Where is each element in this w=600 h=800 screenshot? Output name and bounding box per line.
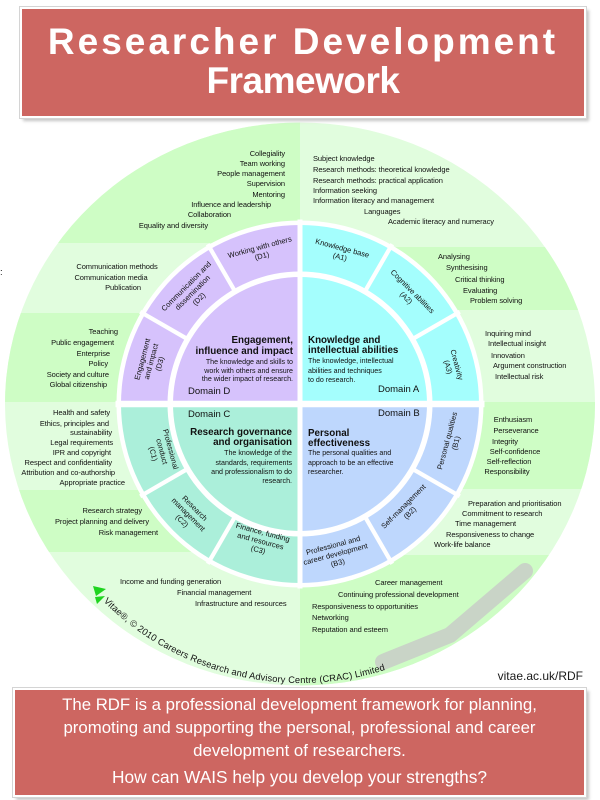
svg-text:The personal qualities and: The personal qualities and bbox=[308, 449, 391, 457]
svg-text:work with others and ensure: work with others and ensure bbox=[203, 367, 293, 375]
svg-text:Legal requirements: Legal requirements bbox=[50, 438, 113, 447]
svg-text:Team working: Team working bbox=[240, 159, 285, 168]
svg-text:Subject knowledge: Subject knowledge bbox=[313, 154, 375, 163]
svg-text:the wider impact of research.: the wider impact of research. bbox=[202, 375, 293, 383]
svg-text:Perseverance: Perseverance bbox=[493, 426, 538, 435]
svg-text:Commitment to research: Commitment to research bbox=[462, 509, 542, 518]
svg-text:Responsiveness to opportunitie: Responsiveness to opportunities bbox=[312, 602, 418, 611]
svg-text:researcher.: researcher. bbox=[308, 468, 344, 476]
svg-text:Knowledge and: Knowledge and bbox=[308, 335, 380, 346]
svg-text:Health and safety: Health and safety bbox=[53, 408, 110, 417]
svg-text:Work-life balance: Work-life balance bbox=[434, 540, 490, 549]
svg-text:Domain B: Domain B bbox=[378, 408, 420, 419]
svg-text:Responsibility: Responsibility bbox=[484, 467, 529, 476]
svg-text:Research governance: Research governance bbox=[190, 427, 292, 438]
svg-text:Risk management: Risk management bbox=[99, 528, 159, 537]
svg-text:Attribution and co-authorship: Attribution and co-authorship bbox=[21, 468, 115, 477]
svg-text:Communication methods: Communication methods bbox=[76, 262, 158, 271]
svg-text:Engagement,: Engagement, bbox=[231, 335, 293, 346]
svg-text:and professionalism to do: and professionalism to do bbox=[211, 468, 292, 476]
svg-text:Collaboration: Collaboration bbox=[188, 210, 231, 219]
svg-text:The knowledge of the: The knowledge of the bbox=[224, 449, 292, 457]
svg-text:Ethics, principles and: Ethics, principles and bbox=[40, 419, 109, 428]
svg-text:Society and culture: Society and culture bbox=[47, 370, 109, 379]
svg-text:Argument construction: Argument construction bbox=[493, 361, 566, 370]
svg-text::: : bbox=[0, 267, 3, 278]
svg-text:Self-confidence: Self-confidence bbox=[490, 447, 541, 456]
svg-text:vitae.ac.uk/RDF: vitae.ac.uk/RDF bbox=[498, 669, 583, 683]
svg-text:Innovation: Innovation bbox=[491, 351, 525, 360]
svg-text:Reputation and esteem: Reputation and esteem bbox=[312, 625, 388, 634]
svg-text:Domain C: Domain C bbox=[188, 409, 230, 420]
svg-text:Income and funding generation: Income and funding generation bbox=[120, 577, 221, 586]
svg-text:Teaching: Teaching bbox=[89, 327, 118, 336]
svg-text:The knowledge and skills to: The knowledge and skills to bbox=[206, 358, 293, 366]
svg-text:The knowledge, intellectual: The knowledge, intellectual bbox=[308, 357, 394, 365]
svg-text:research.: research. bbox=[262, 477, 292, 485]
svg-text:Intellectual risk: Intellectual risk bbox=[495, 372, 544, 381]
svg-text:intellectual abilities: intellectual abilities bbox=[308, 345, 399, 356]
svg-text:Information literacy and manag: Information literacy and management bbox=[313, 196, 435, 205]
svg-text:Mentoring: Mentoring bbox=[252, 190, 285, 199]
svg-text:Project planning and delivery: Project planning and delivery bbox=[55, 517, 149, 526]
svg-text:Domain D: Domain D bbox=[188, 386, 230, 397]
svg-text:Influence and leadership: Influence and leadership bbox=[191, 200, 271, 209]
svg-text:IPR and copyright: IPR and copyright bbox=[53, 448, 112, 457]
svg-text:Intellectual insight: Intellectual insight bbox=[488, 339, 547, 348]
svg-text:People management: People management bbox=[217, 169, 286, 178]
svg-text:Personal: Personal bbox=[308, 428, 350, 439]
svg-text:Academic literacy and numeracy: Academic literacy and numeracy bbox=[388, 217, 494, 226]
svg-text:Time management: Time management bbox=[455, 519, 517, 528]
svg-text:to do research.: to do research. bbox=[308, 376, 355, 384]
svg-text:Synthesising: Synthesising bbox=[446, 263, 488, 272]
svg-text:Responsiveness to change: Responsiveness to change bbox=[446, 530, 534, 539]
svg-text:Financial management: Financial management bbox=[177, 588, 252, 597]
svg-text:Self-reflection: Self-reflection bbox=[487, 457, 532, 466]
svg-text:sustainability: sustainability bbox=[70, 428, 112, 437]
svg-text:Information seeking: Information seeking bbox=[313, 186, 377, 195]
svg-text:Global citizenship: Global citizenship bbox=[50, 380, 107, 389]
svg-text:Communication media: Communication media bbox=[74, 273, 148, 282]
svg-text:abilities and techniques: abilities and techniques bbox=[308, 367, 382, 375]
svg-text:Enthusiasm: Enthusiasm bbox=[494, 415, 532, 424]
svg-text:Critical thinking: Critical thinking bbox=[455, 275, 505, 284]
svg-text:Continuing professional develo: Continuing professional development bbox=[338, 590, 460, 599]
svg-text:Analysing: Analysing bbox=[438, 252, 470, 261]
svg-text:standards, requirements: standards, requirements bbox=[216, 459, 293, 467]
svg-text:approach to be an effective: approach to be an effective bbox=[308, 459, 394, 467]
svg-text:Public engagement: Public engagement bbox=[51, 338, 115, 347]
svg-text:Networking: Networking bbox=[312, 613, 349, 622]
svg-text:Research methods: practical ap: Research methods: practical application bbox=[313, 176, 443, 185]
svg-text:Equality and diversity: Equality and diversity bbox=[139, 221, 208, 230]
svg-text:Integrity: Integrity bbox=[492, 437, 518, 446]
svg-text:Inquiring mind: Inquiring mind bbox=[485, 329, 531, 338]
svg-text:Collegiality: Collegiality bbox=[250, 149, 286, 158]
svg-text:Policy: Policy bbox=[88, 359, 108, 368]
svg-text:Research methods: theoretical: Research methods: theoretical knowledge bbox=[313, 165, 450, 174]
svg-text:and organisation: and organisation bbox=[213, 437, 292, 448]
svg-text:Problem solving: Problem solving bbox=[470, 296, 522, 305]
svg-text:Preparation and prioritisation: Preparation and prioritisation bbox=[468, 499, 562, 508]
svg-text:Supervision: Supervision bbox=[247, 179, 285, 188]
svg-text:Domain A: Domain A bbox=[378, 384, 420, 395]
svg-text:Infrastructure and resources: Infrastructure and resources bbox=[195, 599, 287, 608]
svg-text:Respect and confidentiality: Respect and confidentiality bbox=[25, 458, 113, 467]
svg-text:Publication: Publication bbox=[105, 283, 141, 292]
svg-text:Evaluating: Evaluating bbox=[463, 286, 497, 295]
svg-text:influence and impact: influence and impact bbox=[196, 346, 294, 357]
svg-text:Languages: Languages bbox=[364, 207, 401, 216]
svg-text:Career management: Career management bbox=[375, 578, 443, 587]
svg-text:Enterprise: Enterprise bbox=[77, 349, 110, 358]
svg-text:Appropriate practice: Appropriate practice bbox=[59, 478, 125, 487]
svg-text:Research strategy: Research strategy bbox=[82, 506, 142, 515]
svg-text:effectiveness: effectiveness bbox=[308, 438, 371, 449]
